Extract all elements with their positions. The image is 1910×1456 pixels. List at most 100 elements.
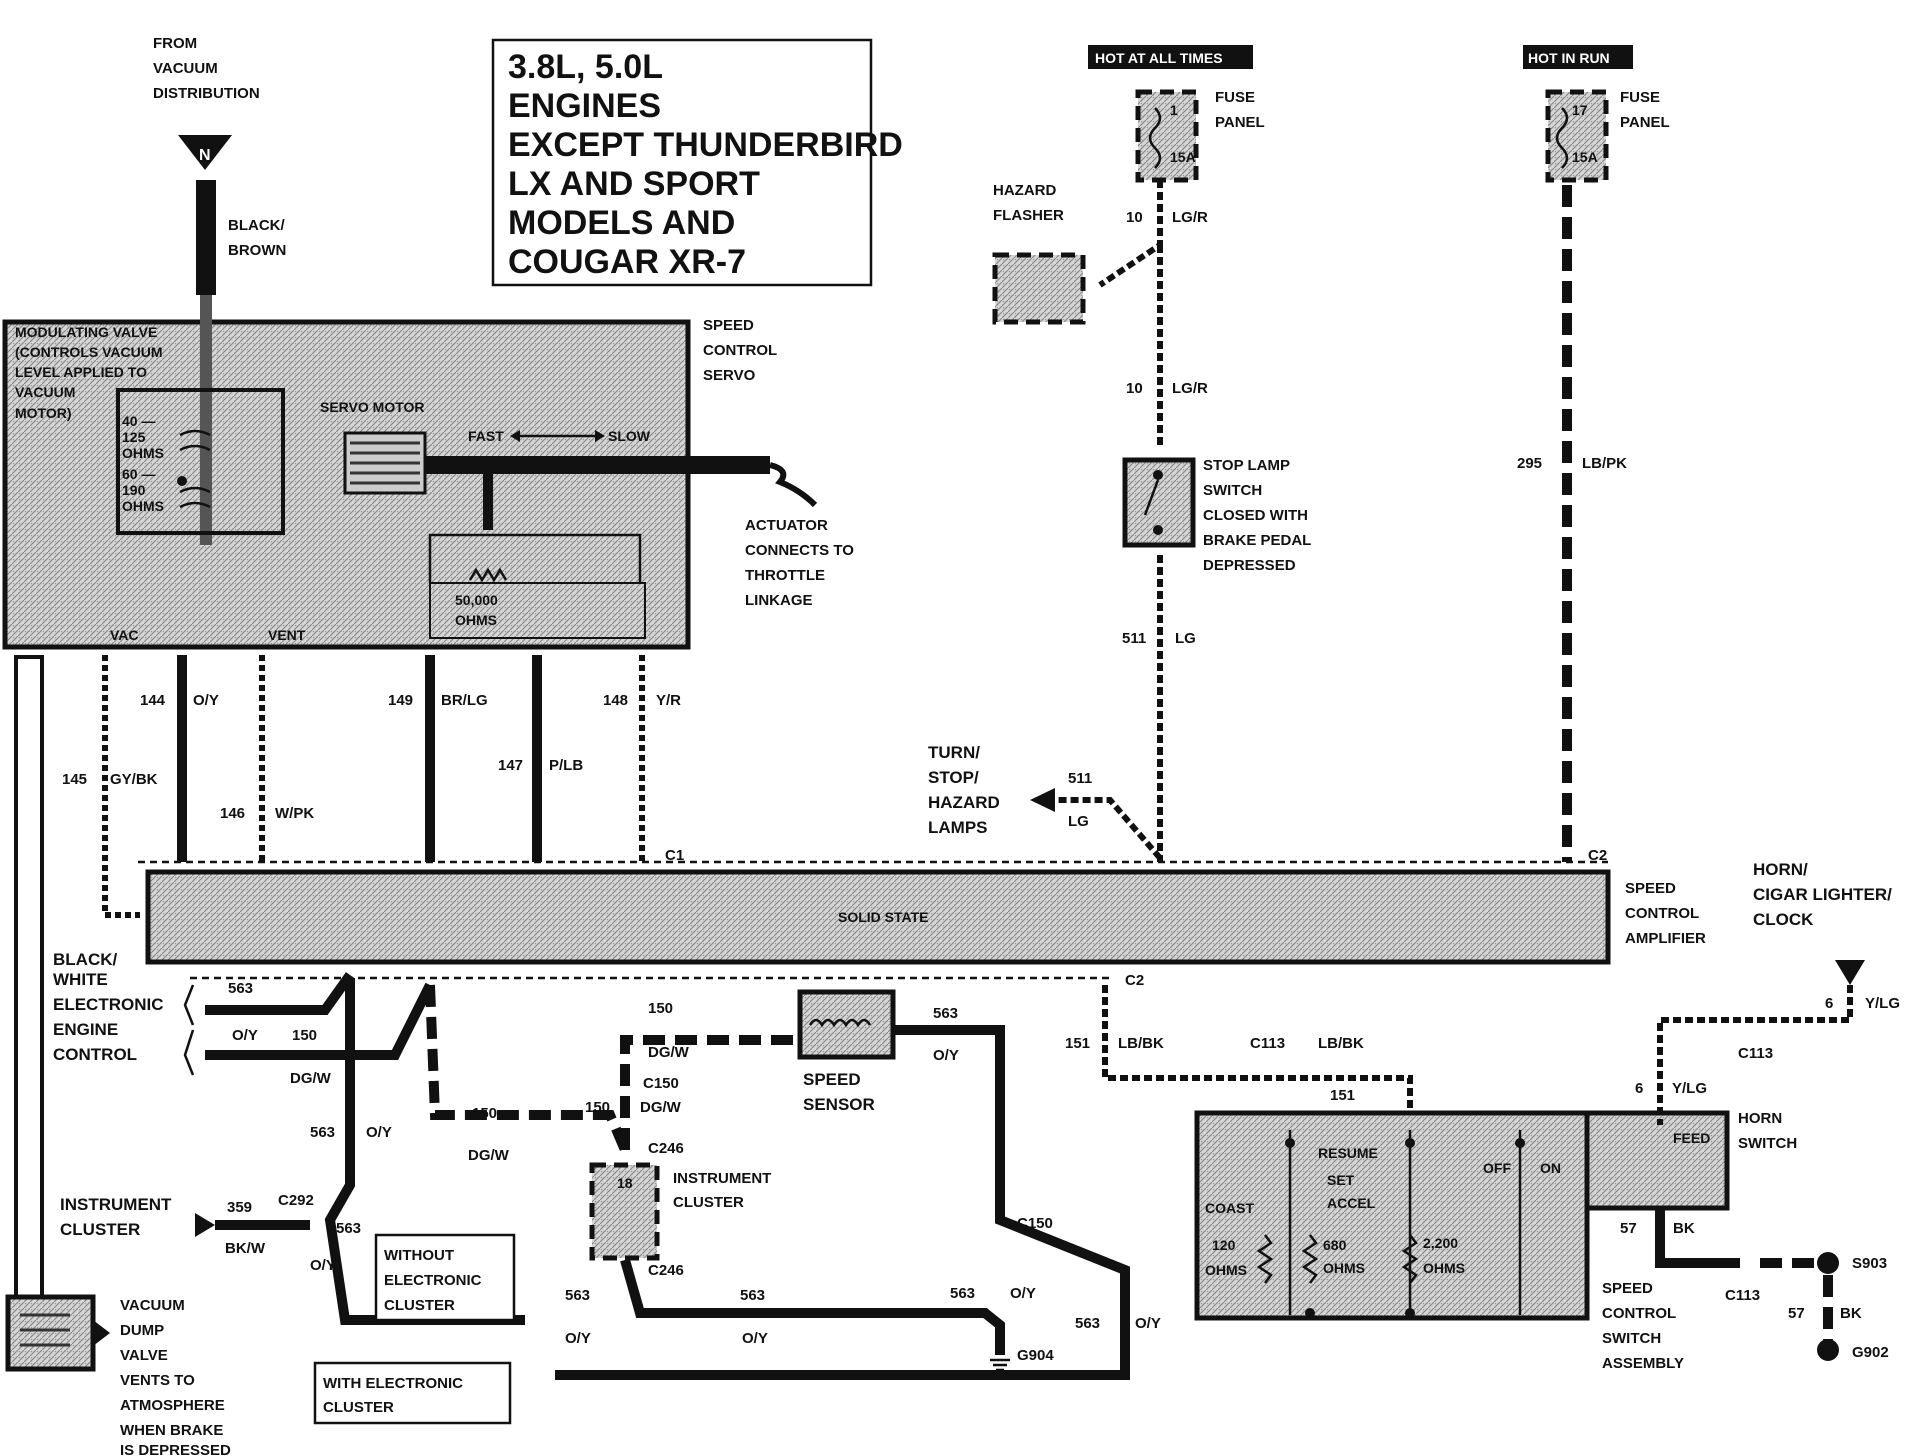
accel-label: ACCEL — [1327, 1195, 1376, 1211]
horn-feed-icon — [1835, 960, 1865, 985]
with-label: WITH ELECTRONIC — [323, 1375, 463, 1392]
amplifier-label: SPEED — [1625, 880, 1676, 897]
w563-c-num: 563 — [950, 1285, 975, 1302]
stop-lamp-label: BRAKE PEDAL — [1203, 532, 1311, 549]
r1-value: 120 — [1212, 1237, 1236, 1253]
valve-box — [116, 388, 285, 535]
servo-wires: 145 GY/BK 144 O/Y 146 W/PK 149 BR/LG 147… — [62, 655, 681, 918]
stop-lamp-label: CLOSED WITH — [1203, 507, 1308, 524]
w6-num: 6 — [1825, 995, 1833, 1012]
w150-top-color: DG/W — [648, 1044, 690, 1061]
with-cluster-box — [313, 1361, 512, 1425]
solid-state-label: SOLID STATE — [838, 909, 928, 925]
without-label: ELECTRONIC — [384, 1272, 482, 1289]
wire-511-num: 511 — [1122, 630, 1146, 647]
horn-circuit: HORN/ CIGAR LIGHTER/ CLOCK 6 Y/LG C113 6… — [1620, 860, 1900, 1361]
turn-label: HAZARD — [928, 793, 1000, 812]
fuse-label: FUSE — [1215, 89, 1255, 106]
fuse-icon — [1148, 107, 1162, 169]
horn-label: HORN/ — [1753, 860, 1808, 879]
horn-switch-label: HORN — [1738, 1110, 1782, 1127]
eec-dgw: DG/W — [290, 1070, 332, 1087]
w563-a-num: 563 — [565, 1287, 590, 1304]
turn-num: 511 — [1068, 770, 1092, 787]
set-label: SET — [1327, 1172, 1355, 1188]
w150-c150-color: DG/W — [640, 1099, 682, 1116]
actuator-label: CONNECTS TO — [745, 542, 854, 559]
wire-146-color: W/PK — [275, 805, 314, 822]
wire-144-num: 144 — [140, 692, 166, 709]
w563-color: O/Y — [366, 1124, 392, 1141]
c150-right-label: C150 — [1017, 1215, 1053, 1232]
r2-unit: OHMS — [1323, 1260, 1365, 1276]
wire-145-color: GY/BK — [110, 771, 158, 788]
feed-label: FEED — [1673, 1130, 1710, 1146]
pot-resistor-icon — [468, 567, 508, 583]
without-label: WITHOUT — [384, 1247, 454, 1264]
r1-unit: OHMS — [1205, 1262, 1247, 1278]
black-brown-hose — [196, 180, 216, 295]
s903-label: S903 — [1852, 1255, 1887, 1272]
fuse-label: PANEL — [1215, 114, 1265, 131]
pot-value: OHMS — [455, 612, 497, 628]
eec-label: ELECTRONIC — [53, 995, 164, 1014]
title-line: ENGINES — [508, 87, 661, 125]
servo-label: SPEED — [703, 317, 754, 334]
turn-label: TURN/ — [928, 743, 980, 762]
modulating-valve-label: MODULATING VALVE — [15, 324, 157, 340]
actuator-label: THROTTLE — [745, 567, 825, 584]
vacuum-dump-label: VALVE — [120, 1347, 168, 1364]
title-line: MODELS AND — [508, 204, 735, 242]
vacuum-node-icon — [178, 135, 232, 170]
vacuum-dump-label: WHEN BRAKE — [120, 1422, 223, 1439]
vac-label: VAC — [110, 627, 139, 643]
coil-value: OHMS — [122, 498, 164, 514]
vacuum-dump-label: ATMOSPHERE — [120, 1397, 225, 1414]
vacuum-dump-valve: VACUUM DUMP VALVE VENTS TO ATMOSPHERE WH… — [5, 655, 231, 1456]
resume-label: RESUME — [1318, 1145, 1378, 1161]
w151-color: LB/BK — [1118, 1035, 1164, 1052]
wire-148-num: 148 — [603, 692, 628, 709]
wire-10-color: LG/R — [1172, 209, 1208, 226]
wire-149-num: 149 — [388, 692, 413, 709]
w57b-color: BK — [1840, 1305, 1862, 1322]
modulating-valve-label: LEVEL APPLIED TO — [15, 364, 147, 380]
stop-lamp-label: STOP LAMP — [1203, 457, 1290, 474]
servo-label: SERVO — [703, 367, 756, 384]
c2-label: C2 — [1588, 847, 1607, 864]
w563-num: 563 — [310, 1124, 335, 1141]
modulating-valve-label: MOTOR) — [15, 405, 72, 421]
fuse-panel-right: HOT IN RUN 17 15A FUSE PANEL — [1523, 45, 1670, 183]
w57-num: 57 — [1620, 1220, 1637, 1237]
node-letter: N — [199, 147, 211, 164]
eec-label: CONTROL — [53, 1045, 137, 1064]
turn-label: STOP/ — [928, 768, 979, 787]
off-label: OFF — [1483, 1160, 1511, 1176]
pot-box — [429, 582, 646, 639]
slow-label: SLOW — [608, 428, 651, 444]
pot-value: 50,000 — [455, 592, 498, 608]
horn-switch-label: SWITCH — [1738, 1135, 1797, 1152]
wire-295-num: 295 — [1517, 455, 1542, 472]
fuse-label: PANEL — [1620, 114, 1670, 131]
switch-assembly-label: SPEED — [1602, 1280, 1653, 1297]
wire-148-color: Y/R — [656, 692, 681, 709]
from-label: VACUUM — [153, 60, 218, 77]
w563-top-color: O/Y — [933, 1047, 959, 1064]
speed-control-amplifier: SOLID STATE C1 C2 SPEED CONTROL AMPLIFIE… — [138, 847, 1706, 989]
ground-icon — [990, 1358, 1010, 1372]
run-feed: 295 LB/PK — [1517, 185, 1627, 862]
connector-arrow-icon — [195, 1213, 215, 1237]
center-circuit: 150 DG/W 150 DG/W C150 150 DG/W C246 18 … — [425, 984, 1161, 1380]
speed-sensor-icon — [797, 989, 896, 1060]
r2-value: 680 — [1323, 1237, 1347, 1253]
hazard-label: HAZARD — [993, 182, 1056, 199]
coil-value: OHMS — [122, 445, 164, 461]
w563-d-num: 563 — [1075, 1315, 1100, 1332]
coil-value: 190 — [122, 482, 146, 498]
hose-color: BROWN — [228, 242, 286, 259]
w359-num: 359 — [227, 1199, 252, 1216]
vacuum-tube-internal — [200, 295, 212, 545]
cluster-label: CLUSTER — [673, 1194, 744, 1211]
cluster-label: INSTRUMENT — [60, 1195, 172, 1214]
